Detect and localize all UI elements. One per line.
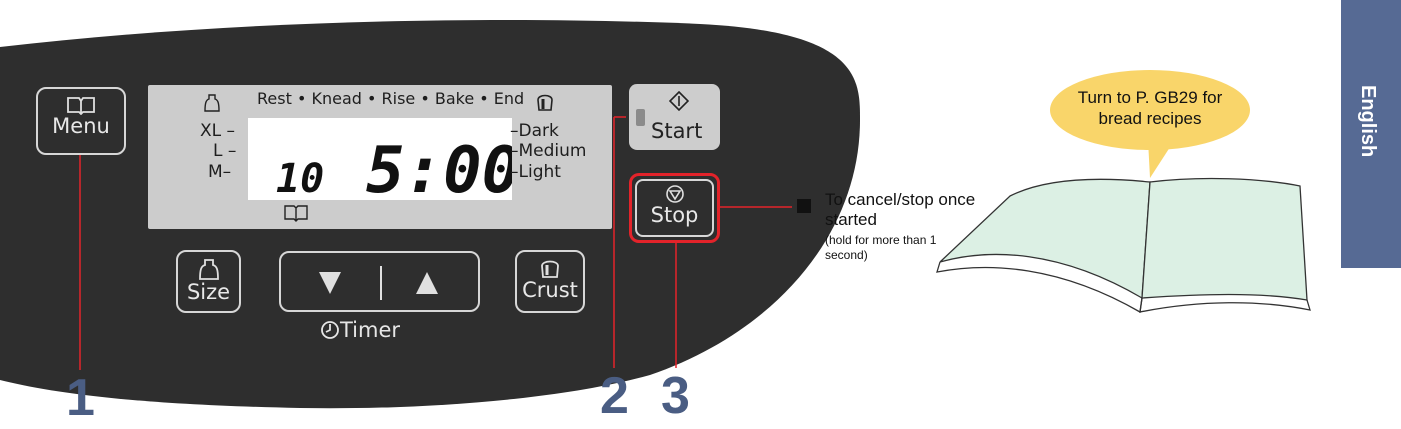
segment-readout: 10 5:00 bbox=[276, 134, 512, 200]
down-triangle-icon bbox=[319, 272, 341, 294]
bread-slice-icon bbox=[541, 260, 559, 278]
menu-button-label: Menu bbox=[52, 114, 110, 138]
size-indicator-xl: XL – bbox=[200, 121, 236, 141]
lcd-screen: 10 5:00 bbox=[248, 118, 512, 200]
stop-icon bbox=[665, 185, 684, 203]
size-indicator-l: L – bbox=[213, 141, 237, 161]
time-readout: 5:00 bbox=[366, 134, 512, 200]
clock-icon bbox=[321, 321, 339, 339]
book-icon bbox=[67, 97, 95, 115]
timer-down-button[interactable] bbox=[281, 253, 381, 310]
language-tab-label: English bbox=[1357, 85, 1379, 158]
start-button-label: Start bbox=[651, 119, 703, 143]
timer-label-text: Timer bbox=[340, 318, 401, 342]
loaf-size-icon bbox=[204, 94, 220, 112]
timer-label: Timer bbox=[320, 318, 400, 342]
stop-button-label: Stop bbox=[650, 203, 699, 227]
size-button[interactable]: Size bbox=[176, 250, 241, 313]
size-button-label: Size bbox=[186, 280, 231, 304]
menu-number: 10 bbox=[276, 156, 324, 200]
start-button[interactable]: Start bbox=[629, 84, 720, 150]
size-indicator-m: M– bbox=[208, 162, 232, 182]
cancel-note-sub: (hold for more than 1 second) bbox=[825, 233, 937, 262]
cancel-note-main: To cancel/stop once started bbox=[825, 190, 976, 229]
loaf-size-icon bbox=[198, 259, 219, 280]
start-indicator-light bbox=[636, 109, 645, 126]
timer-divider bbox=[380, 266, 382, 300]
start-diamond-icon bbox=[669, 91, 689, 111]
callout-number-1: 1 bbox=[66, 369, 95, 427]
language-tab bbox=[1341, 0, 1401, 268]
stop-button[interactable]: Stop bbox=[635, 179, 714, 237]
speech-bubble bbox=[1050, 70, 1250, 178]
stop-highlight-frame bbox=[629, 173, 720, 243]
cancel-note: To cancel/stop once started (hold for mo… bbox=[800, 190, 1010, 263]
callout-number-2: 2 bbox=[600, 367, 629, 425]
menu-book-indicator-icon bbox=[284, 205, 308, 222]
timer-up-button[interactable] bbox=[378, 253, 478, 310]
timer-button-group bbox=[279, 251, 480, 312]
bread-slice-icon bbox=[537, 94, 553, 111]
leader-lines bbox=[79, 116, 792, 370]
up-triangle-icon bbox=[416, 272, 438, 294]
progress-indicator: Rest • Knead • Rise • Bake • End bbox=[257, 89, 525, 108]
crust-indicator-medium: –Medium bbox=[510, 141, 587, 161]
crust-indicator-dark: –Dark bbox=[510, 121, 559, 141]
crust-indicator-light: –Light bbox=[510, 162, 561, 182]
note-bullet-square bbox=[797, 199, 811, 213]
crust-button-label: Crust bbox=[522, 278, 578, 302]
bubble-text: Turn to P. GB29 for bread recipes bbox=[1077, 88, 1223, 128]
crust-button[interactable]: Crust bbox=[515, 250, 585, 313]
menu-button[interactable]: Menu bbox=[36, 87, 126, 155]
open-book-illustration bbox=[936, 177, 1311, 314]
callout-number-3: 3 bbox=[661, 367, 690, 425]
lcd-display: Rest • Knead • Rise • Bake • End XL – L … bbox=[148, 85, 612, 229]
